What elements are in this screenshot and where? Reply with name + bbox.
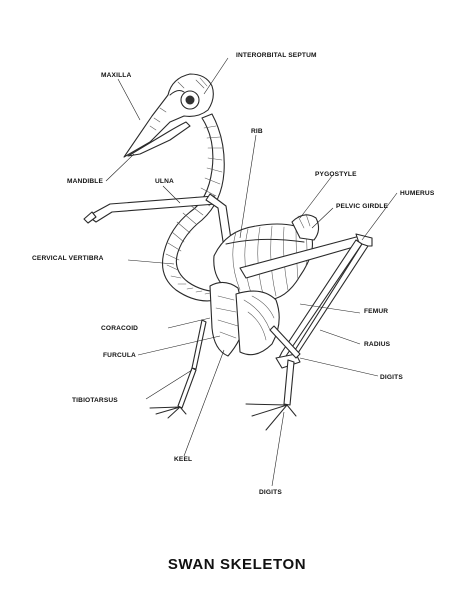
page-title: SWAN SKELETON	[168, 556, 306, 573]
feet	[149, 403, 297, 431]
label-humerus: HUMERUS	[400, 190, 435, 197]
label-tibiotarsus: TIBIOTARSUS	[72, 397, 118, 404]
label-rib: RIB	[251, 128, 263, 135]
leader-digits-wing	[299, 357, 379, 377]
leader-femur	[299, 303, 361, 314]
skull	[123, 73, 214, 158]
label-digits-foot: DIGITS	[259, 489, 282, 496]
leader-pelvic-girdle	[311, 207, 334, 229]
leader-keel	[183, 349, 225, 457]
leader-coracoid	[167, 317, 211, 329]
label-keel: KEEL	[174, 456, 192, 463]
label-coracoid: CORACOID	[101, 325, 138, 332]
label-radius: RADIUS	[364, 341, 391, 348]
leader-lines	[105, 57, 398, 487]
leader-cervical-vertibra	[127, 259, 175, 265]
leader-maxilla	[117, 78, 141, 121]
leader-mandible	[105, 153, 135, 182]
label-femur: FEMUR	[364, 308, 388, 315]
label-mandible: MANDIBLE	[67, 178, 103, 185]
leader-furcula	[137, 335, 221, 356]
pelvic-girdle	[291, 213, 320, 241]
label-pelvic-girdle: PELVIC GIRDLE	[336, 203, 388, 210]
labels: INTERORBITAL SEPTUM MAXILLA RIB MANDIBLE…	[32, 52, 435, 496]
coracoid-furcula	[209, 281, 280, 357]
legs	[177, 319, 301, 409]
label-pygostyle: PYGOSTYLE	[315, 171, 357, 178]
leader-interorbital-septum	[203, 57, 229, 95]
leader-tibiotarsus	[145, 369, 193, 400]
label-maxilla: MAXILLA	[101, 72, 131, 79]
leader-pygostyle	[299, 175, 333, 219]
leader-radius	[319, 329, 361, 345]
wing-radius-ulna	[275, 239, 369, 369]
skeleton-illustration	[83, 73, 373, 431]
leader-humerus	[361, 192, 398, 241]
wing-left-forearm	[83, 193, 233, 249]
label-ulna: ULNA	[155, 178, 174, 185]
leader-digits-foot	[271, 411, 285, 487]
label-interorbital-septum: INTERORBITAL SEPTUM	[236, 52, 317, 59]
label-cervical-vertibra: CERVICAL VERTIBRA	[32, 255, 104, 262]
leader-ulna	[162, 185, 181, 204]
label-furcula: FURCULA	[103, 352, 136, 359]
leader-rib	[239, 134, 257, 239]
label-digits-wing: DIGITS	[380, 374, 403, 381]
